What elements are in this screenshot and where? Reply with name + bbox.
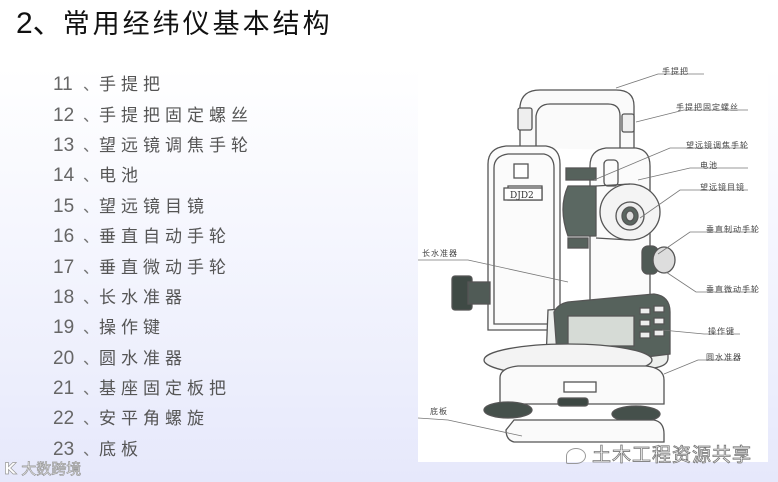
- callout-plate-level: 长水准器: [422, 249, 458, 258]
- watermark-left: K 大数跨境: [4, 459, 82, 479]
- callout-circular-level: 圆水准器: [706, 353, 742, 362]
- list-item: 21、基座固定板把: [53, 378, 231, 400]
- list-item: 20、圆水准器: [53, 347, 187, 369]
- list-item: 13、望远镜调焦手轮: [53, 134, 253, 156]
- list-item: 14、电池: [53, 165, 143, 187]
- list-item: 12、手提把固定螺丝: [53, 104, 253, 126]
- list-item: 22、安平角螺旋: [53, 408, 209, 430]
- callout-handle: 手提把: [662, 67, 689, 76]
- callout-handle-screw: 手提把固定螺丝: [676, 103, 739, 112]
- title-number: 2、: [16, 7, 63, 40]
- svg-text:DJD2: DJD2: [510, 191, 534, 201]
- callout-battery: 电池: [700, 161, 718, 170]
- callout-keys: 操作键: [708, 327, 735, 336]
- callout-vertical-clamp: 垂直制动手轮: [706, 225, 760, 234]
- callout-focus-wheel: 望远镜调焦手轮: [686, 141, 749, 150]
- list-item: 15、望远镜目镜: [53, 195, 209, 217]
- list-item: 23、底板: [53, 438, 143, 460]
- component-list: 11、手提把 12、手提把固定螺丝 13、望远镜调焦手轮 14、电池 15、望远…: [53, 70, 253, 465]
- callout-eyepiece: 望远镜目镜: [700, 183, 745, 192]
- watermark-right: 土木工程资源共享: [566, 440, 752, 467]
- slide-title: 2、常用经纬仪基本结构: [16, 4, 333, 44]
- theodolite-illustration: DJD2: [418, 73, 756, 443]
- list-item: 18、长水准器: [53, 286, 187, 308]
- callout-vertical-tangent: 垂直微动手轮: [706, 285, 760, 294]
- list-item: 16、垂直自动手轮: [53, 226, 231, 248]
- theodolite-diagram: DJD2 手提把 手提把固定螺丝 望远镜调焦手轮 电池 望远镜目镜 垂直制动手轮…: [418, 67, 768, 462]
- callout-baseplate: 底板: [430, 407, 448, 416]
- list-item: 11、手提把: [53, 74, 165, 96]
- wechat-logo-icon: [566, 447, 586, 464]
- list-item: 19、操作键: [53, 317, 165, 339]
- list-item: 17、垂直微动手轮: [53, 256, 231, 278]
- brand-logo-icon: K: [4, 459, 17, 479]
- title-text: 常用经纬仪基本结构: [62, 9, 333, 40]
